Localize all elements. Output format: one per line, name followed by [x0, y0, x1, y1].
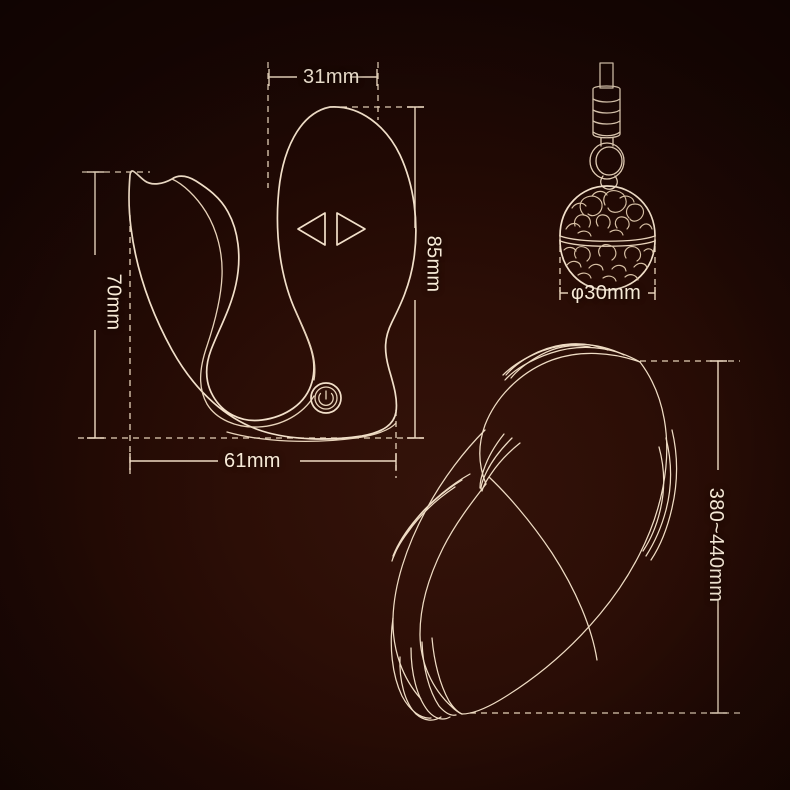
- tail-body-left-contour: [392, 429, 486, 700]
- pendant-post: [599, 62, 614, 89]
- device-outer-outline: [128, 106, 417, 440]
- tail-bottom-fringe: [390, 617, 463, 721]
- tail-outline-upper-right: [461, 361, 668, 715]
- device-head-crease: [295, 311, 316, 381]
- power-button-outer-ring: [310, 382, 342, 414]
- pendant-cap-rib-1: [592, 98, 621, 103]
- pendant-filigree-upper: [565, 190, 653, 237]
- pendant-ball-equator-top: [559, 235, 656, 242]
- control-buttons-group: [297, 212, 366, 246]
- device-base-seam: [226, 422, 397, 442]
- tail-outline-upper-left: [479, 352, 641, 485]
- label-380-440mm: 380~440mm: [705, 487, 728, 603]
- power-button[interactable]: [310, 382, 342, 414]
- pendant-cap-body: [592, 85, 621, 139]
- pendant-cap-rib-2: [592, 109, 621, 114]
- label-70mm: 70mm: [102, 273, 125, 331]
- pendant-key-ring-outer: [589, 142, 625, 180]
- pendant-ball-lower-dome: [559, 239, 656, 291]
- tail-left-wisps: [391, 473, 471, 562]
- power-button-inner-ring: [314, 386, 338, 410]
- label-61mm: 61mm: [224, 450, 281, 472]
- pendant-cap-bottom: [592, 131, 621, 137]
- pendant-ball-upper-dome: [559, 185, 656, 237]
- pendant-ball-equator-bottom: [559, 240, 656, 247]
- device-inner-shaft-contour: [171, 178, 315, 428]
- left-triangle-button[interactable]: [297, 212, 326, 246]
- tail-neck-inner: [419, 483, 487, 715]
- pendant-ball-loop: [600, 175, 618, 190]
- pendant-key-ring-inner: [595, 146, 623, 176]
- pendant-cap-rib-3: [592, 120, 621, 125]
- label-30mm-diameter: φ30mm: [571, 282, 642, 304]
- label-31mm: 31mm: [303, 66, 360, 88]
- tail-inner-crease: [488, 476, 598, 661]
- tail-mid-left-fringe: [479, 433, 521, 492]
- pendant-filigree-lower: [563, 244, 654, 282]
- right-triangle-button[interactable]: [336, 212, 366, 246]
- tail-right-fringe: [642, 429, 678, 561]
- power-icon: [318, 390, 334, 406]
- label-85mm: 85mm: [422, 235, 445, 293]
- tail-top-fringe: [502, 343, 641, 381]
